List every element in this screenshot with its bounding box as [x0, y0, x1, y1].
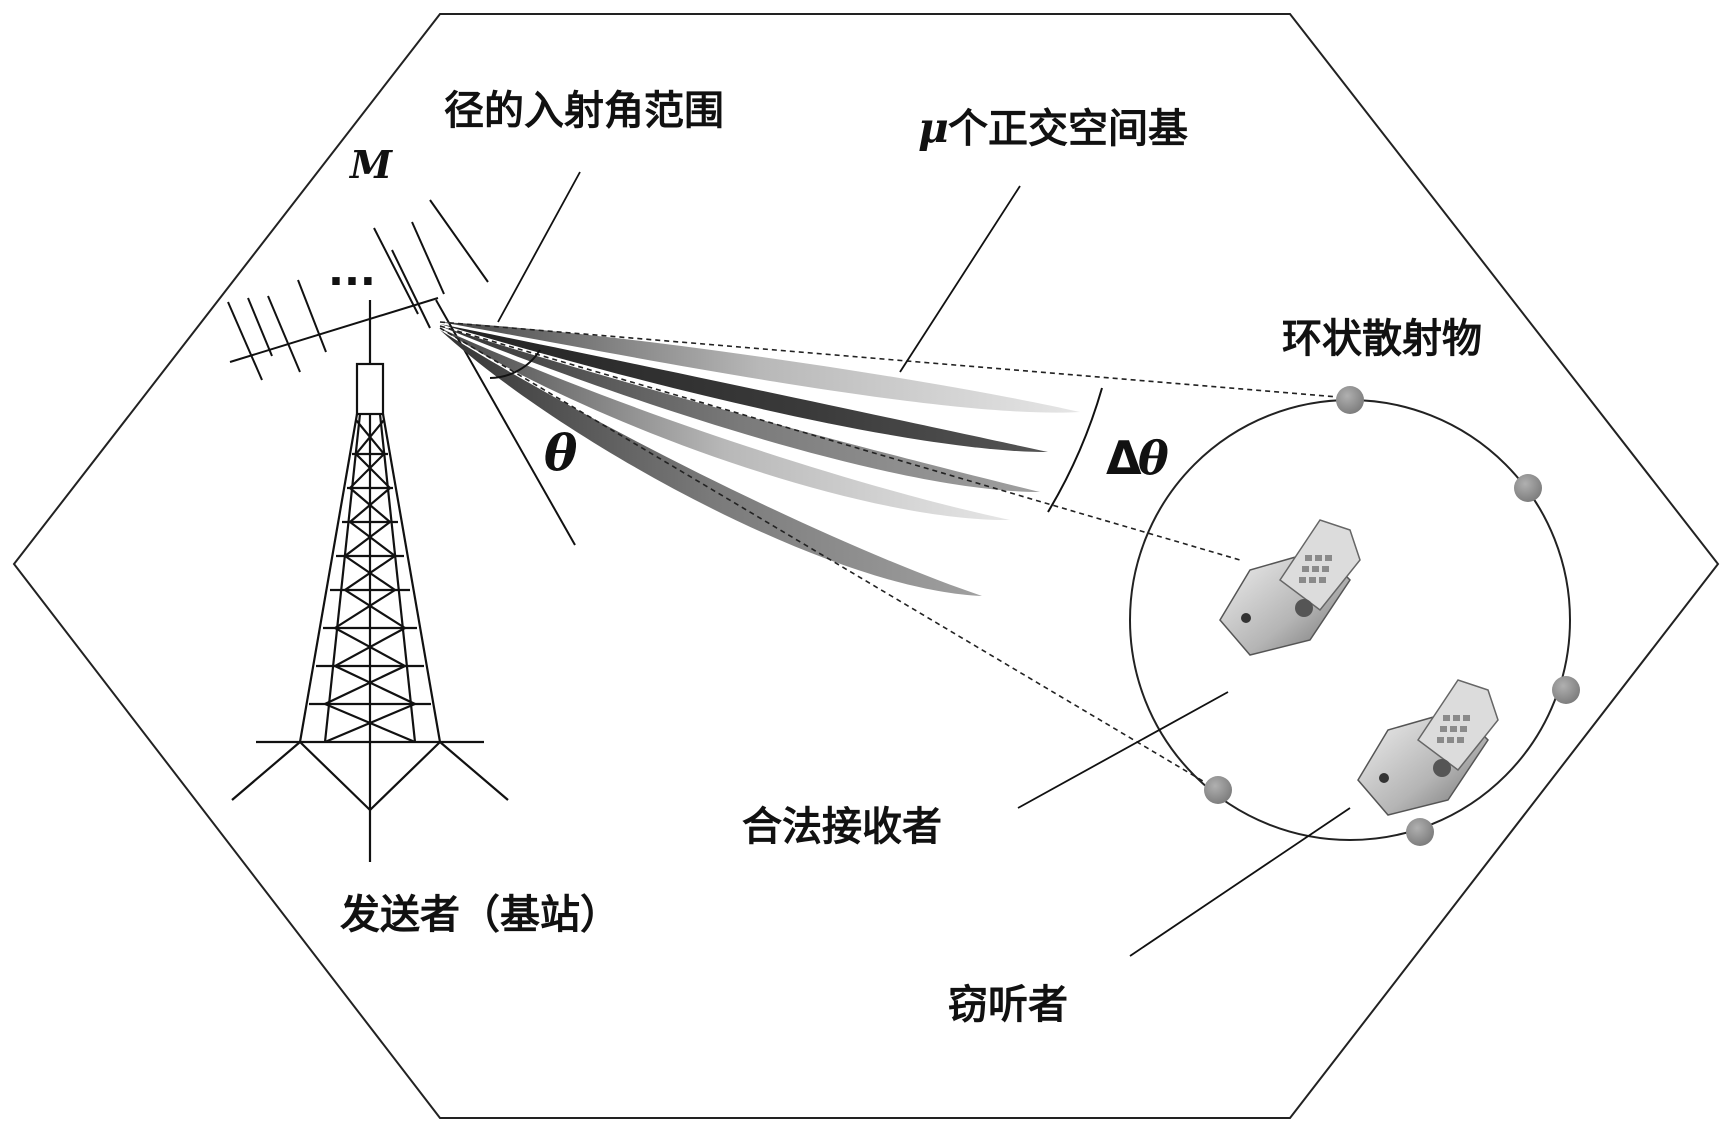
ring-scatterers-label: 环状散射物 — [1282, 316, 1482, 362]
scatterer-dot-icon — [1406, 818, 1434, 846]
antenna-array-icon — [227, 199, 576, 546]
scatterer-dot-icon — [1552, 676, 1580, 704]
theta-label: θ — [544, 423, 578, 482]
leader-lines — [497, 171, 1351, 957]
angle-spread-lines — [439, 321, 1351, 791]
delta-theta-label: θ — [1138, 431, 1169, 485]
eavesdropper-phone-icon — [1357, 679, 1499, 816]
hexagonal-cell-boundary — [12, 13, 1720, 1119]
scatterer-ring — [1129, 399, 1571, 841]
array-dots: ... — [328, 246, 376, 295]
delta-symbol: Δ — [1106, 431, 1142, 485]
eavesdropper-label: 窃听者 — [948, 982, 1068, 1028]
transmitter-label: 发送者（基站） — [340, 892, 620, 938]
scatterer-dot-icon — [1204, 776, 1232, 804]
array-size-label: M — [348, 142, 393, 187]
scatterer-dot-icon — [1336, 386, 1364, 414]
orthogonal-bases-label: 个正交空间基 — [948, 106, 1188, 152]
scatterer-dots — [1204, 386, 1580, 846]
orthogonal-beams — [440, 322, 1080, 596]
mu-symbol: μ — [918, 103, 949, 152]
theta-arc — [489, 349, 541, 379]
beam-1 — [440, 322, 1080, 413]
legit-receiver-label: 合法接收者 — [742, 804, 942, 850]
beam-2 — [440, 324, 1048, 452]
scatterer-dot-icon — [1514, 474, 1542, 502]
base-station-tower-icon — [231, 300, 509, 862]
legit-receiver-phone-icon — [1219, 519, 1361, 656]
delta-theta-arc — [1047, 387, 1103, 513]
incidence-range-label: 径的入射角范围 — [444, 88, 724, 134]
